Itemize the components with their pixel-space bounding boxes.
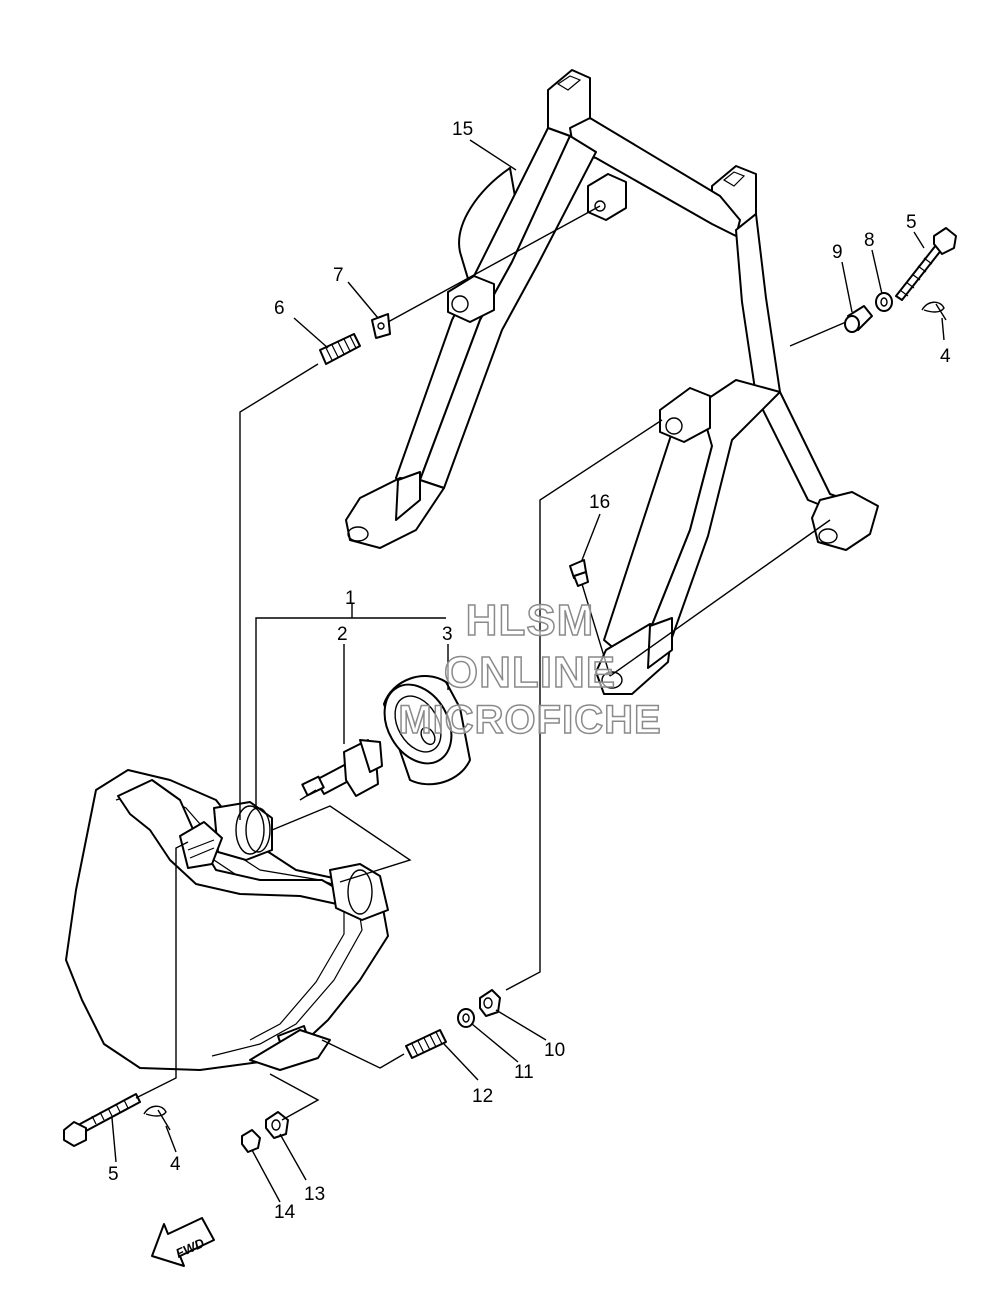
washer-small [457, 1008, 475, 1028]
callout-7: 7 [333, 265, 344, 286]
callout-13: 13 [304, 1184, 325, 1205]
assembly-lines [135, 205, 847, 1121]
nut-right [479, 989, 501, 1017]
socket-cover [383, 675, 471, 786]
rivet [569, 559, 589, 587]
callout-12: 12 [472, 1086, 493, 1107]
callout-11: 11 [514, 1062, 534, 1083]
callout-numbers: 15 7 6 9 8 5 4 16 1 2 3 10 11 12 13 14 5… [108, 119, 951, 1223]
leader-lines [111, 139, 945, 1203]
callout-10: 10 [544, 1040, 565, 1061]
callout-15: 15 [452, 119, 473, 140]
callout-8: 8 [864, 230, 875, 251]
headlight-bulb [301, 739, 383, 797]
watermark-line-2: ONLINE [443, 647, 617, 698]
headlight-stay-bracket [345, 69, 879, 695]
callout-16: 16 [589, 492, 610, 513]
clip [371, 313, 391, 339]
callout-2: 2 [337, 624, 348, 645]
cotter-pin-upper [921, 301, 947, 321]
callout-5-upper: 5 [906, 212, 917, 233]
spring-lower [405, 1029, 447, 1059]
spring-upper [319, 333, 361, 365]
callout-3: 3 [442, 624, 453, 645]
headlight-assembly [65, 769, 389, 1071]
washer [875, 292, 893, 312]
nut-lower-small [241, 1129, 261, 1153]
watermark-line-3: MICROFICHE [398, 697, 662, 743]
collar [844, 305, 873, 333]
fwd-arrow: FWD [151, 1217, 215, 1267]
watermark-line-1: HLSM [465, 595, 595, 646]
callout-14: 14 [274, 1202, 296, 1223]
callout-1: 1 [345, 588, 356, 609]
callout-4-lower: 4 [170, 1154, 181, 1175]
nut-lower [265, 1111, 289, 1139]
bolt-upper [895, 227, 957, 301]
callout-5-lower: 5 [108, 1164, 119, 1185]
callout-4-upper: 4 [940, 346, 951, 367]
callout-9: 9 [832, 242, 843, 263]
callout-6: 6 [274, 298, 285, 319]
cotter-pin-lower [143, 1105, 171, 1131]
bolt-lower [63, 1093, 141, 1147]
